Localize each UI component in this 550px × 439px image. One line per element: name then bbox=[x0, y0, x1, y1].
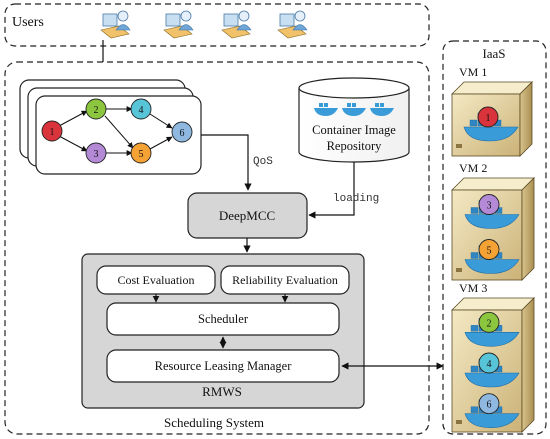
workflow-edge bbox=[149, 136, 173, 150]
workflow-edge bbox=[104, 115, 134, 149]
workflow-edge bbox=[149, 113, 173, 129]
vm-1: VM 1 1 bbox=[451, 65, 533, 157]
vm-2: VM 2 3 5 bbox=[451, 161, 535, 281]
container-task-label: 6 bbox=[487, 400, 492, 411]
container-task-label: 5 bbox=[487, 246, 492, 257]
scheduling-system-label: Scheduling System bbox=[164, 415, 264, 430]
user-icon bbox=[277, 10, 308, 39]
workflow-node-label: 3 bbox=[94, 149, 99, 160]
users-title: Users bbox=[12, 15, 44, 30]
workflow-edge bbox=[58, 110, 88, 127]
container-task-label: 2 bbox=[487, 318, 492, 329]
docker-whale-icon bbox=[342, 103, 366, 116]
docker-container: 2 bbox=[464, 311, 520, 347]
scheduler-label: Scheduler bbox=[198, 312, 249, 326]
container-task-label: 3 bbox=[487, 201, 492, 212]
docker-container: 3 bbox=[464, 194, 520, 229]
cost-evaluation-label: Cost Evaluation bbox=[118, 273, 195, 287]
workflow-node: 3 bbox=[85, 142, 107, 164]
reliability-evaluation-label: Reliability Evaluation bbox=[232, 273, 338, 287]
workflow-node: 6 bbox=[171, 121, 193, 143]
rmws-panel: RMWS Cost Evaluation Reliability Evaluat… bbox=[81, 253, 365, 409]
user-icon bbox=[100, 10, 131, 39]
server-icon bbox=[451, 81, 533, 157]
workflow-node: 2 bbox=[85, 98, 107, 120]
workflow-node-label: 5 bbox=[139, 149, 144, 160]
qos-label: QoS bbox=[253, 156, 273, 168]
deepmcc-box: DeepMCC bbox=[187, 192, 308, 239]
rmws-label: RMWS bbox=[202, 384, 242, 399]
vm-3: VM 3 2 4 6 bbox=[451, 281, 535, 433]
qos-arrow bbox=[201, 134, 252, 191]
docker-whale-icon bbox=[370, 103, 394, 116]
docker-container: 4 bbox=[464, 352, 520, 388]
vm-label: VM 1 bbox=[459, 65, 487, 79]
vm-label: VM 3 bbox=[459, 281, 487, 295]
workflow-node-label: 1 bbox=[50, 127, 55, 138]
user-icon bbox=[221, 10, 252, 39]
workflow-node-label: 4 bbox=[139, 105, 144, 116]
docker-container: 1 bbox=[463, 106, 519, 142]
container-task-label: 1 bbox=[486, 113, 491, 124]
user-icon bbox=[163, 10, 194, 39]
workflow-node: 5 bbox=[130, 142, 152, 164]
workflow-node-label: 2 bbox=[94, 105, 99, 116]
container-task-label: 4 bbox=[487, 359, 492, 370]
docker-container: 6 bbox=[464, 393, 520, 428]
resource-leasing-manager-label: Resource Leasing Manager bbox=[155, 359, 293, 373]
users-panel: Users bbox=[4, 3, 430, 47]
workflow-node: 4 bbox=[130, 98, 152, 120]
workflow-edge bbox=[58, 135, 88, 152]
container-repo-title-line2: Repository bbox=[327, 139, 383, 153]
deepmcc-label: DeepMCC bbox=[219, 208, 275, 223]
vm-group: VM 1 1 VM 2 3 5 VM 3 2 4 6 bbox=[451, 65, 535, 433]
workflow-stack bbox=[19, 79, 202, 175]
resource-leasing-manager-box bbox=[106, 349, 340, 383]
loading-label: loading bbox=[333, 193, 379, 205]
container-image-repository: Container Image Repository bbox=[298, 77, 410, 163]
docker-container: 5 bbox=[464, 239, 520, 274]
container-repo-title-line1: Container Image bbox=[312, 123, 396, 137]
loading-arrow bbox=[308, 162, 355, 219]
workflow-graph: 1 2 3 4 5 6 bbox=[41, 98, 193, 164]
workflow-node: 1 bbox=[41, 120, 63, 142]
vm-label: VM 2 bbox=[459, 161, 487, 175]
docker-whale-icon bbox=[314, 103, 338, 116]
iaas-title: IaaS bbox=[482, 46, 505, 61]
workflow-node-label: 6 bbox=[180, 128, 185, 139]
scheduler-box bbox=[106, 302, 340, 336]
